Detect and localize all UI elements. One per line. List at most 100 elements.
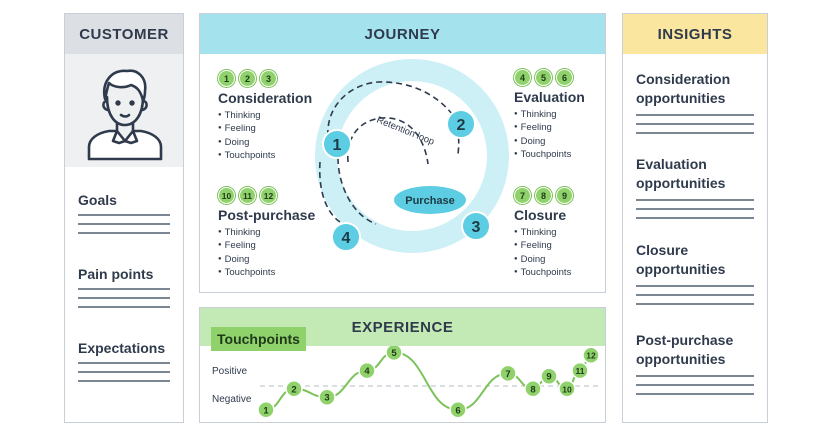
experience-point-5: 5	[385, 346, 403, 362]
svg-text:3: 3	[324, 393, 329, 404]
insight-lines	[636, 375, 754, 395]
svg-text:2: 2	[291, 384, 296, 395]
retention-loop-label: Retention loop	[375, 115, 436, 148]
retention-loop-link-2	[337, 157, 377, 225]
expectations-title: Expectations	[78, 340, 166, 356]
stage-item: Thinking	[218, 226, 315, 239]
insight-title: Post-purchase opportunities	[636, 332, 734, 367]
experience-point-10: 10	[558, 380, 576, 398]
stage-title: Post-purchase	[218, 207, 316, 223]
stage-item: Doing	[514, 135, 585, 148]
touchpoint-badge: 5	[535, 69, 552, 86]
experience-point-12: 12	[582, 346, 600, 364]
experience-point-7: 7	[499, 364, 517, 383]
stage-title: Closure	[514, 207, 567, 223]
expectations-lines	[78, 362, 170, 382]
stage-badges: 10 11 12	[218, 187, 315, 204]
svg-text:2: 2	[457, 117, 466, 134]
svg-text:10: 10	[562, 384, 572, 394]
insight-title: Consideration opportunities	[636, 71, 731, 106]
svg-text:5: 5	[391, 348, 397, 359]
experience-point-4: 4	[358, 361, 376, 380]
svg-text:6: 6	[455, 405, 460, 416]
insight-lines	[636, 285, 754, 305]
purchase-node	[394, 186, 466, 214]
touchpoint-badge: 3	[260, 70, 277, 87]
goals-title: Goals	[78, 192, 117, 208]
svg-text:4: 4	[342, 230, 351, 247]
insight-title: Closure opportunities	[636, 242, 726, 277]
touchpoint-badge: 10	[218, 187, 235, 204]
stage-badges: 1 2 3	[218, 70, 312, 87]
stage-post-purchase: 10 11 12 Post-purchase Thinking Feeling …	[218, 187, 315, 279]
goals-lines	[78, 214, 170, 234]
svg-text:1: 1	[333, 137, 342, 154]
experience-point-9: 9	[540, 367, 558, 385]
experience-point-11: 11	[571, 361, 589, 380]
post-purchase-opportunities-section: Post-purchase opportunities	[636, 331, 754, 402]
insights-panel: INSIGHTS Consideration opportunities Eva…	[622, 13, 768, 423]
stage-item: Feeling	[218, 122, 312, 135]
ring-node-3: 3	[461, 211, 491, 241]
closure-opportunities-section: Closure opportunities	[636, 241, 754, 312]
insight-lines	[636, 199, 754, 219]
touchpoint-badge: 1	[218, 70, 235, 87]
ring-node-1: 1	[322, 129, 352, 159]
pain-points-section: Pain points	[78, 266, 170, 315]
stage-item: Doing	[218, 136, 312, 149]
stage-items: Thinking Feeling Doing Touchpoints	[514, 108, 585, 161]
pain-points-title: Pain points	[78, 266, 154, 282]
touchpoints-label: Touchpoints	[211, 327, 306, 351]
evaluation-opportunities-section: Evaluation opportunities	[636, 155, 754, 226]
person-icon	[87, 68, 163, 160]
svg-text:1: 1	[263, 405, 269, 416]
stage-item: Doing	[514, 253, 573, 266]
stage-badges: 7 8 9	[514, 187, 573, 204]
stage-item: Thinking	[218, 109, 312, 122]
stage-item: Thinking	[514, 226, 573, 239]
ring-node-2: 2	[446, 109, 476, 139]
experience-point-6: 6	[449, 401, 467, 419]
stage-item: Touchpoints	[218, 149, 312, 162]
stage-item: Feeling	[514, 239, 573, 252]
touchpoint-badge: 4	[514, 69, 531, 86]
stage-title: Consideration	[218, 90, 313, 106]
avatar	[65, 54, 183, 167]
customer-header: CUSTOMER	[65, 14, 183, 54]
stage-item: Touchpoints	[514, 148, 585, 161]
stage-item: Feeling	[218, 239, 315, 252]
stage-evaluation: 4 5 6 Evaluation Thinking Feeling Doing …	[514, 69, 585, 161]
experience-panel: EXPERIENCE Touchpoints Positive Negative…	[199, 307, 606, 423]
stage-item: Doing	[218, 253, 315, 266]
positive-label: Positive	[212, 366, 248, 377]
pain-points-lines	[78, 288, 170, 308]
touchpoint-badge: 9	[556, 187, 573, 204]
journey-diagram: Retention loop Purchase 1 2 3 4	[315, 59, 509, 253]
stage-item: Thinking	[514, 108, 585, 121]
stage-title: Evaluation	[514, 89, 585, 105]
svg-text:9: 9	[546, 372, 551, 383]
purchase-label: Purchase	[405, 195, 455, 207]
touchpoint-badge: 11	[239, 187, 256, 204]
stage-items: Thinking Feeling Doing Touchpoints	[218, 226, 315, 279]
consideration-opportunities-section: Consideration opportunities	[636, 70, 754, 141]
svg-text:7: 7	[505, 369, 510, 380]
touchpoint-badge: 2	[239, 70, 256, 87]
svg-text:4: 4	[364, 366, 370, 377]
stage-closure: 7 8 9 Closure Thinking Feeling Doing Tou…	[514, 187, 573, 279]
retention-loop-link	[318, 161, 341, 223]
goals-section: Goals	[78, 192, 170, 241]
customer-panel: CUSTOMER	[64, 13, 184, 423]
journey-header: JOURNEY	[200, 14, 605, 54]
svg-text:11: 11	[576, 366, 585, 376]
stage-badges: 4 5 6	[514, 69, 585, 86]
stage-item: Touchpoints	[218, 266, 315, 279]
ring-node-4: 4	[331, 222, 361, 252]
insights-header: INSIGHTS	[623, 14, 767, 54]
stage-items: Thinking Feeling Doing Touchpoints	[514, 226, 573, 279]
stage-item: Feeling	[514, 121, 585, 134]
journey-panel: JOURNEY Retention loop Purchase 1 2 3 4	[199, 13, 606, 293]
journey-ring	[315, 59, 509, 253]
